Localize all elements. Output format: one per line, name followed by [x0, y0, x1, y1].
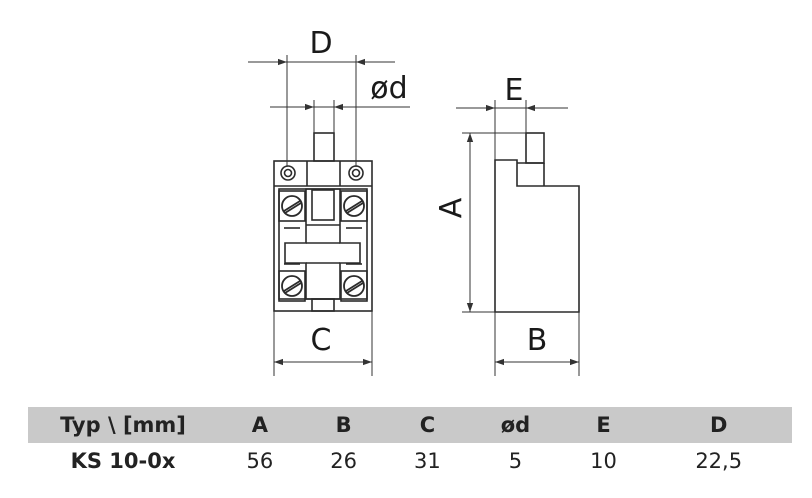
- dim-label-A: A: [434, 197, 469, 218]
- header-a: A: [218, 407, 302, 443]
- table-header-row: Typ \ [mm] A B C ød E D: [28, 407, 792, 443]
- cell-od: 5: [508, 449, 523, 473]
- cell-c: 31: [414, 449, 441, 473]
- technical-drawing: D ød E A C B: [248, 26, 580, 376]
- dim-label-B: B: [527, 323, 548, 358]
- cell-typ: KS 10-0x: [70, 449, 176, 473]
- cell-e: 10: [590, 449, 617, 473]
- dim-label-C: C: [311, 323, 332, 358]
- dimensions-table: Typ \ [mm] A B C ød E D KS 10-0x 56 26 3…: [28, 407, 792, 479]
- cell-d: 22,5: [695, 449, 743, 473]
- dim-label-od: ød: [370, 71, 407, 106]
- header-e: E: [561, 407, 646, 443]
- dimension-lines: [248, 55, 580, 376]
- side-view: [494, 132, 580, 313]
- cell-a: 56: [246, 449, 274, 473]
- header-od: ød: [469, 407, 562, 443]
- table-row: KS 10-0x 56 26 31 5 10 22,5: [28, 443, 792, 479]
- header-b: B: [301, 407, 386, 443]
- front-view: [273, 132, 373, 312]
- dim-label-D: D: [309, 26, 332, 61]
- header-c: C: [385, 407, 470, 443]
- cell-b: 26: [330, 449, 358, 473]
- dim-label-E: E: [505, 73, 524, 108]
- header-d: D: [645, 407, 792, 443]
- header-typ: Typ \ [mm]: [28, 407, 218, 443]
